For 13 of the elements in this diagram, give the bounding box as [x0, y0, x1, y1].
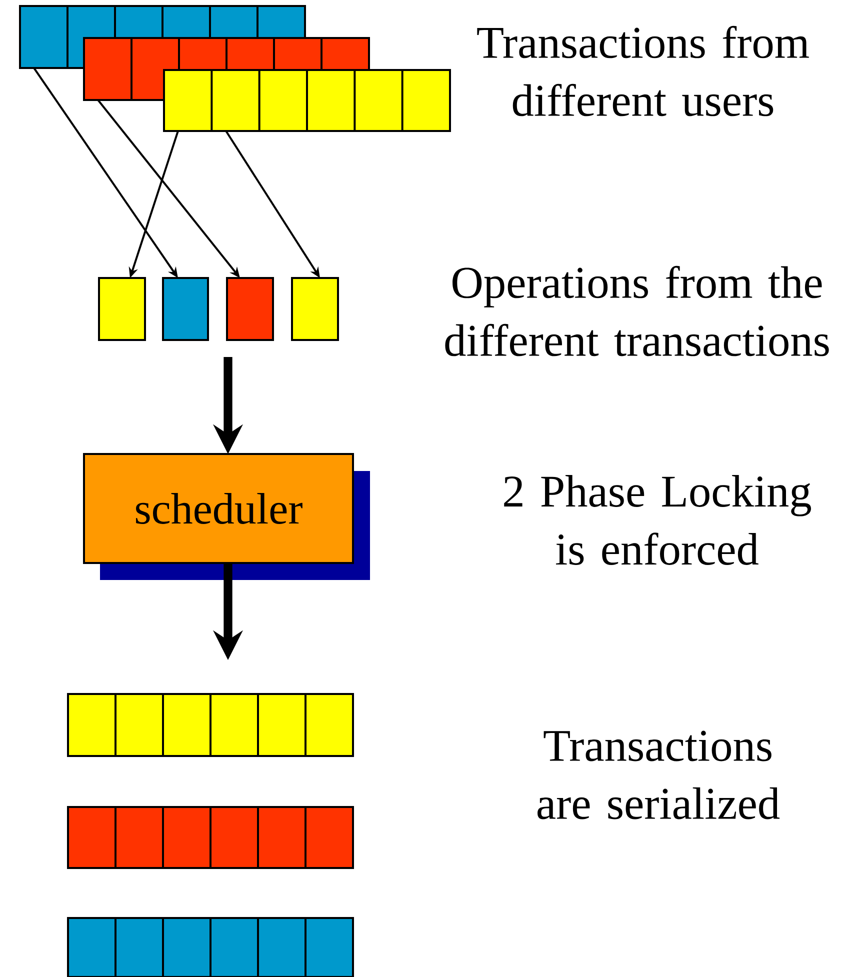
operation-box [291, 277, 339, 341]
transaction-bar [67, 693, 354, 757]
operation-box [226, 277, 274, 341]
scheduler-box: scheduler [83, 453, 370, 580]
side-note: Operations from the different transactions [445, 266, 829, 356]
side-note: 2 Phase Locking is enforced [504, 475, 811, 565]
side-note: Transactions are serialized [538, 730, 780, 820]
transaction-bar [67, 917, 354, 977]
operation-box [162, 277, 209, 341]
side-note: Transactions from different users [477, 26, 809, 116]
transaction-bar [163, 69, 451, 132]
operation-box [98, 277, 146, 341]
transaction-bar [67, 806, 354, 869]
